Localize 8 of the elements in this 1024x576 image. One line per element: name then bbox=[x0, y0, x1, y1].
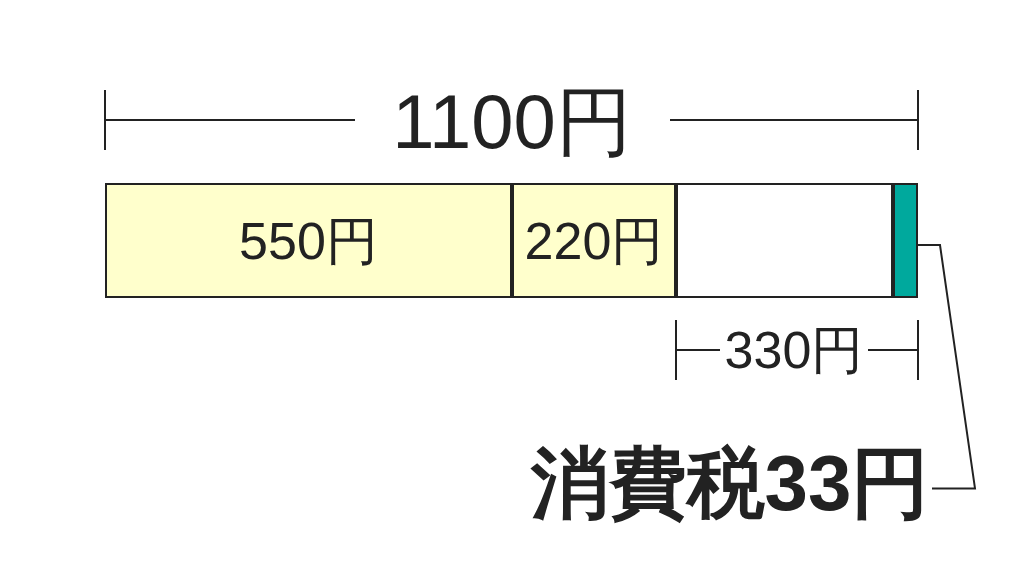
amount-label: 220円 bbox=[524, 214, 664, 267]
amount-segment bbox=[512, 183, 676, 298]
tax-segment bbox=[893, 183, 918, 298]
amount-label: 550円 bbox=[239, 214, 378, 267]
amount-segment bbox=[676, 183, 893, 298]
tax-label: 消費税33円 bbox=[530, 444, 930, 522]
leader-line bbox=[917, 244, 977, 490]
amount-segment bbox=[105, 183, 512, 298]
